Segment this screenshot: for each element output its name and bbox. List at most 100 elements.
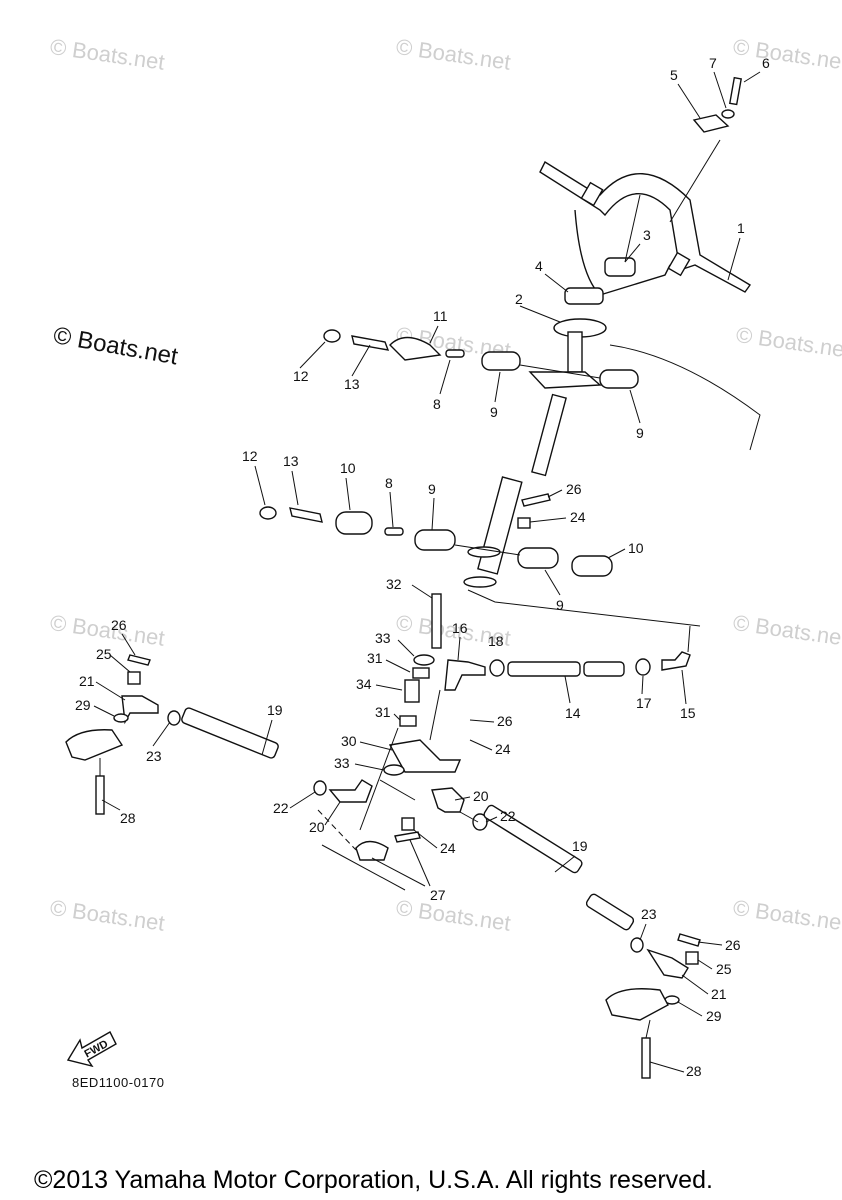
copyright-notice: ©2013 Yamaha Motor Corporation, U.S.A. A… xyxy=(34,1166,713,1194)
callout-3: 3 xyxy=(643,227,651,243)
callout-21b: 21 xyxy=(711,986,727,1002)
callout-20b: 20 xyxy=(309,819,325,835)
callout-5: 5 xyxy=(670,67,678,83)
callout-22b: 22 xyxy=(273,800,289,816)
callout-25a: 25 xyxy=(96,646,112,662)
callout-13b: 13 xyxy=(283,453,299,469)
tie-rod-part xyxy=(507,661,581,677)
callout-30: 30 xyxy=(341,733,357,749)
callout-26b: 26 xyxy=(497,713,513,729)
nut-part xyxy=(167,710,181,726)
nut-part xyxy=(127,671,141,685)
callout-24a: 24 xyxy=(570,509,586,525)
nut-part xyxy=(401,817,415,831)
nut-part xyxy=(313,780,327,796)
callout-9d: 9 xyxy=(556,597,564,613)
callout-11: 11 xyxy=(433,308,448,324)
spacer-part xyxy=(404,679,420,703)
rod-end-part xyxy=(444,659,486,691)
bolt-part xyxy=(728,76,743,106)
callout-1: 1 xyxy=(737,220,745,236)
collar-part xyxy=(399,715,417,727)
callout-29b: 29 xyxy=(706,1008,722,1024)
nut-part xyxy=(630,937,644,953)
callout-9c: 9 xyxy=(428,481,436,497)
plate-part xyxy=(351,335,390,351)
arm-part xyxy=(388,739,462,773)
callout-27: 27 xyxy=(430,887,446,903)
callout-19b: 19 xyxy=(572,838,588,854)
callout-19a: 19 xyxy=(267,702,283,718)
tie-rod-part xyxy=(181,707,279,759)
clip-part xyxy=(521,493,551,507)
callout-15: 15 xyxy=(680,705,696,721)
nut-part xyxy=(259,506,277,520)
fwd-arrow-icon: FWD xyxy=(66,1031,117,1068)
washer-part xyxy=(721,109,735,119)
knuckle-part xyxy=(355,840,389,861)
bolt-part xyxy=(641,1037,651,1079)
bolt-part xyxy=(95,775,105,815)
callout-6: 6 xyxy=(762,55,770,71)
link-part xyxy=(571,555,613,577)
plate-part xyxy=(692,114,730,133)
callout-34: 34 xyxy=(356,676,372,692)
callout-22a: 22 xyxy=(500,808,516,824)
washer-part xyxy=(383,764,405,776)
callout-8b: 8 xyxy=(385,475,393,491)
callout-10b: 10 xyxy=(628,540,644,556)
clamp-part xyxy=(604,257,636,277)
callout-26c: 26 xyxy=(111,617,127,633)
fwd-label: FWD xyxy=(82,1038,110,1060)
callout-7: 7 xyxy=(709,55,717,71)
callout-23a: 23 xyxy=(146,748,162,764)
callout-2: 2 xyxy=(515,291,523,307)
callout-26a: 26 xyxy=(566,481,582,497)
callout-31a: 31 xyxy=(367,650,383,666)
tie-rod-part xyxy=(483,804,583,874)
holder-part xyxy=(564,287,604,305)
tie-rod-part xyxy=(583,661,625,677)
callout-17: 17 xyxy=(636,695,652,711)
rod-end-part xyxy=(661,651,691,671)
plate-part xyxy=(289,507,323,523)
callout-33b: 33 xyxy=(334,755,350,771)
clip-part xyxy=(677,933,701,947)
callout-24b: 24 xyxy=(495,741,511,757)
callout-31b: 31 xyxy=(375,704,391,720)
nut-part xyxy=(635,658,651,676)
pin-part xyxy=(445,349,465,358)
callout-20a: 20 xyxy=(473,788,489,804)
callout-9b: 9 xyxy=(636,425,644,441)
bolt-part xyxy=(431,593,442,649)
link-part xyxy=(335,511,373,535)
callout-33a: 33 xyxy=(375,630,391,646)
knuckle-arm-part xyxy=(605,988,669,1021)
washer-part xyxy=(113,713,129,723)
rod-end-part xyxy=(431,787,465,813)
nut-part xyxy=(323,329,341,343)
link-part xyxy=(414,529,456,551)
rod-end-part xyxy=(646,948,689,979)
link-part xyxy=(517,547,559,569)
callout-32: 32 xyxy=(386,576,402,592)
clip-part xyxy=(127,654,151,666)
knuckle-arm-part xyxy=(65,729,124,761)
callout-labels: 1 2 3 4 5 6 7 8 9 9 10 11 12 13 12 13 8 … xyxy=(75,55,770,1079)
nut-part xyxy=(489,659,505,677)
callout-24c: 24 xyxy=(440,840,456,856)
handlebar-part xyxy=(539,160,752,296)
callout-10: 10 xyxy=(340,460,356,476)
callout-13: 13 xyxy=(344,376,360,392)
collar-part xyxy=(412,667,430,679)
bracket-part xyxy=(389,336,442,361)
link-part xyxy=(599,369,639,389)
callout-29a: 29 xyxy=(75,697,91,713)
callout-16: 16 xyxy=(452,620,468,636)
clip-part xyxy=(394,831,421,843)
callout-4: 4 xyxy=(535,258,543,274)
callout-9: 9 xyxy=(490,404,498,420)
washer-part xyxy=(413,654,435,666)
nut-part xyxy=(685,951,699,965)
